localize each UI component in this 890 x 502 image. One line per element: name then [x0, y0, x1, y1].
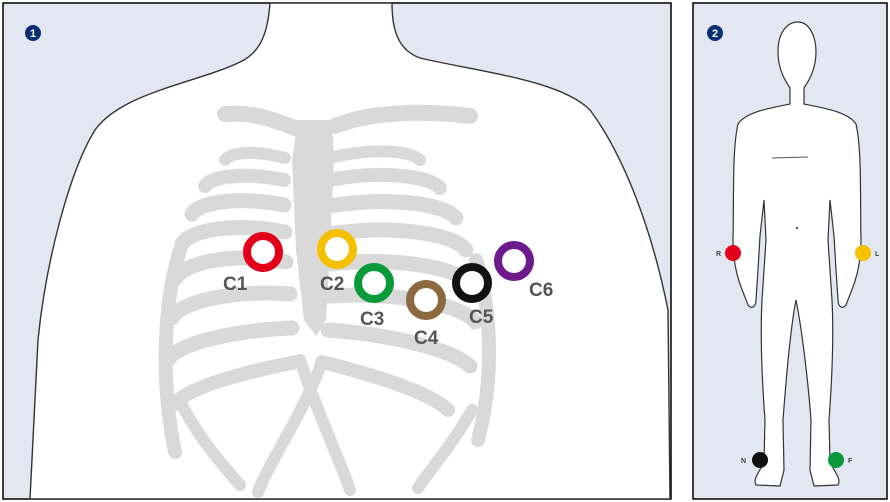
body-navel — [796, 227, 798, 229]
electrode-c4 — [410, 284, 442, 316]
label-c2: C2 — [320, 274, 344, 295]
electrode-l — [855, 245, 871, 261]
chest-panel: C1 C2 C3 C4 C5 C6 1 — [3, 3, 671, 499]
label-r: R — [716, 251, 721, 258]
label-n: N — [741, 458, 746, 465]
label-c5: C5 — [469, 307, 494, 328]
label-c1: C1 — [223, 274, 248, 295]
electrode-c2 — [321, 233, 353, 265]
label-l: L — [875, 251, 880, 258]
electrode-c1 — [247, 236, 279, 268]
panel-1-badge-number: 1 — [30, 28, 36, 40]
label-f: F — [848, 458, 853, 465]
label-c6: C6 — [529, 280, 553, 301]
electrode-c3 — [358, 267, 390, 299]
electrode-n — [752, 452, 768, 468]
electrode-c5 — [456, 267, 488, 299]
label-c4: C4 — [414, 328, 439, 349]
panel-2-badge-number: 2 — [712, 28, 718, 40]
electrode-f — [828, 452, 844, 468]
label-c3: C3 — [360, 309, 384, 330]
body-panel: R L N F 2 — [693, 3, 887, 499]
electrode-r — [725, 245, 741, 261]
electrode-c6 — [498, 245, 530, 277]
